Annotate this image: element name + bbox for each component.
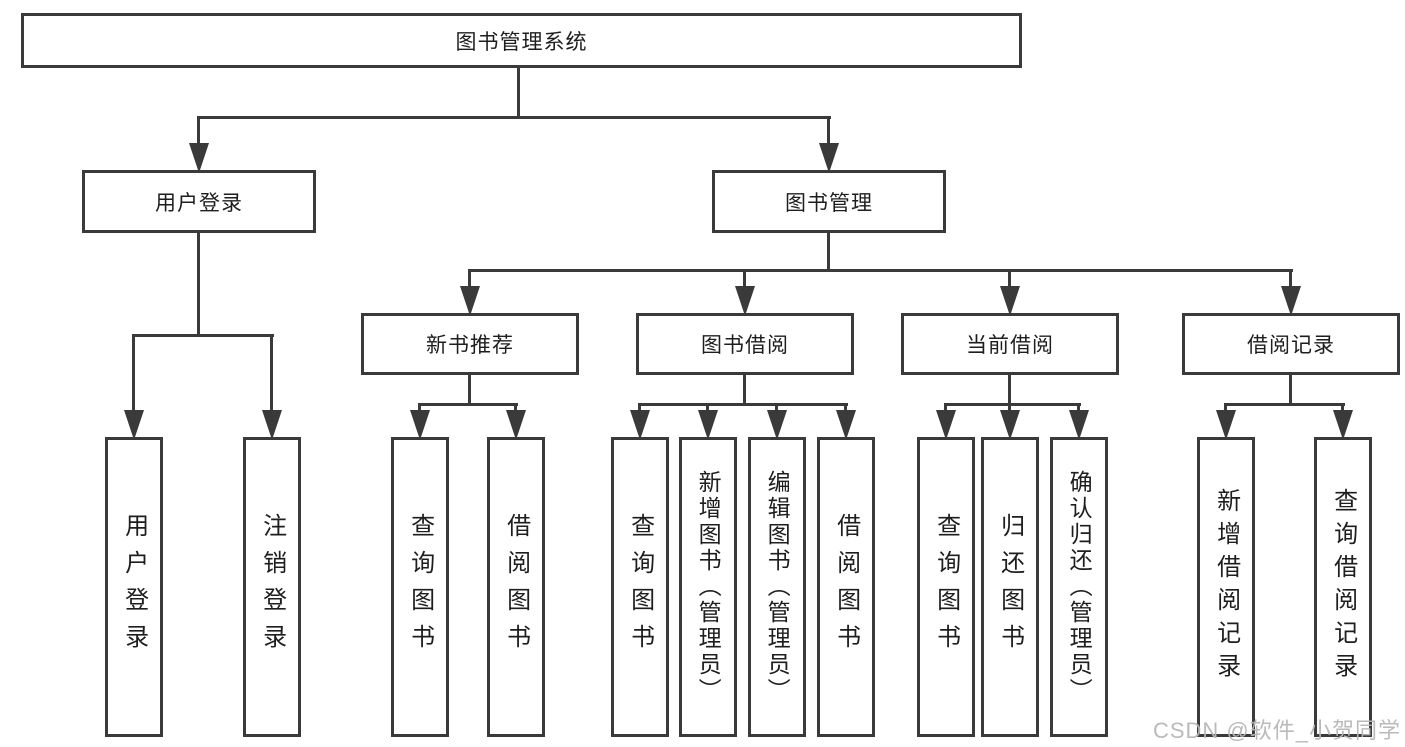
node-new-book-recommendation: 新书推荐 — [361, 313, 579, 375]
leaf-logout: 注销登录 — [243, 437, 301, 737]
arrow-down-icon — [1000, 410, 1020, 440]
leaf-query-borrow-record: 查询借阅记录 — [1314, 437, 1372, 737]
connector-vline — [827, 233, 830, 272]
node-root: 图书管理系统 — [21, 13, 1022, 68]
connector-vline — [468, 269, 471, 293]
node-current-borrowing-label: 当前借阅 — [966, 334, 1054, 357]
arrow-down-icon — [460, 286, 480, 316]
arrow-down-icon — [819, 143, 839, 173]
leaf-confirm-return-admin-label: 确认归还（管理员） — [1066, 470, 1093, 704]
connector-vline — [743, 269, 746, 293]
connector-hline — [197, 116, 831, 119]
leaf-query-books-recommend: 查询图书 — [391, 437, 449, 737]
arrow-down-icon — [936, 410, 956, 440]
leaf-logout-label: 注销登录 — [258, 513, 286, 661]
leaf-add-borrow-record: 新增借阅记录 — [1197, 437, 1255, 737]
connector-hline — [468, 269, 1293, 272]
arrow-down-icon — [1000, 286, 1020, 316]
connector-vline — [1289, 375, 1292, 406]
node-borrowing-records: 借阅记录 — [1182, 313, 1400, 375]
arrow-down-icon — [1216, 410, 1236, 440]
node-book-borrowing-label: 图书借阅 — [701, 334, 789, 357]
arrow-down-icon — [189, 143, 209, 173]
connector-hline — [132, 334, 274, 337]
leaf-add-book-admin-label: 新增图书（管理员） — [695, 470, 722, 704]
connector-vline — [468, 375, 471, 406]
leaf-borrow-books-recommend-label: 借阅图书 — [502, 513, 530, 661]
connector-vline — [743, 375, 746, 406]
connector-vline — [197, 233, 200, 337]
node-current-borrowing: 当前借阅 — [901, 313, 1119, 375]
leaf-query-borrow-record-label: 查询借阅记录 — [1329, 488, 1357, 686]
leaf-borrow-books-recommend: 借阅图书 — [487, 437, 545, 737]
arrow-down-icon — [630, 410, 650, 440]
connector-vline — [517, 68, 520, 119]
leaf-return-book-label: 归还图书 — [996, 513, 1024, 661]
watermark: CSDN @软件_小贺同学 — [1152, 718, 1401, 743]
arrow-down-icon — [506, 410, 526, 440]
node-new-book-recommendation-label: 新书推荐 — [426, 334, 514, 357]
leaf-query-books-current: 查询图书 — [917, 437, 975, 737]
arrow-down-icon — [410, 410, 430, 440]
arrow-down-icon — [836, 410, 856, 440]
leaf-add-book-admin: 新增图书（管理员） — [679, 437, 737, 737]
leaf-edit-book-admin: 编辑图书（管理员） — [748, 437, 806, 737]
node-book-management-label: 图书管理 — [785, 191, 873, 215]
connector-vline — [1289, 269, 1292, 293]
leaf-add-borrow-record-label: 新增借阅记录 — [1212, 488, 1240, 686]
arrow-down-icon — [1069, 410, 1089, 440]
leaf-return-book: 归还图书 — [981, 437, 1039, 737]
leaf-borrow-books-borrowing-label: 借阅图书 — [832, 513, 860, 661]
connector-vline — [1008, 375, 1011, 406]
arrow-down-icon — [262, 410, 282, 440]
leaf-query-books-borrowing-label: 查询图书 — [626, 513, 654, 661]
node-book-borrowing: 图书借阅 — [636, 313, 854, 375]
arrow-down-icon — [124, 410, 144, 440]
leaf-user-login-label: 用户登录 — [120, 513, 148, 661]
connector-hline — [1224, 403, 1345, 406]
node-user-login-label: 用户登录 — [155, 191, 243, 215]
leaf-edit-book-admin-label: 编辑图书（管理员） — [764, 470, 791, 704]
connector-vline — [270, 334, 273, 417]
node-root-label: 图书管理系统 — [455, 30, 588, 54]
connector-hline — [638, 403, 848, 406]
leaf-query-books-borrowing: 查询图书 — [611, 437, 669, 737]
leaf-borrow-books-borrowing: 借阅图书 — [817, 437, 875, 737]
connector-vline — [1008, 269, 1011, 293]
connector-vline — [197, 116, 200, 150]
connector-hline — [418, 403, 518, 406]
arrow-down-icon — [735, 286, 755, 316]
arrow-down-icon — [767, 410, 787, 440]
leaf-confirm-return-admin: 确认归还（管理员） — [1050, 437, 1108, 737]
leaf-query-books-recommend-label: 查询图书 — [406, 513, 434, 661]
connector-hline — [944, 403, 1081, 406]
node-user-login: 用户登录 — [82, 170, 316, 233]
arrow-down-icon — [1281, 286, 1301, 316]
connector-vline — [827, 116, 830, 150]
arrow-down-icon — [1333, 410, 1353, 440]
leaf-user-login: 用户登录 — [105, 437, 163, 737]
node-book-management: 图书管理 — [712, 170, 946, 233]
leaf-query-books-current-label: 查询图书 — [932, 513, 960, 661]
arrow-down-icon — [698, 410, 718, 440]
node-borrowing-records-label: 借阅记录 — [1247, 334, 1335, 357]
connector-vline — [132, 334, 135, 417]
